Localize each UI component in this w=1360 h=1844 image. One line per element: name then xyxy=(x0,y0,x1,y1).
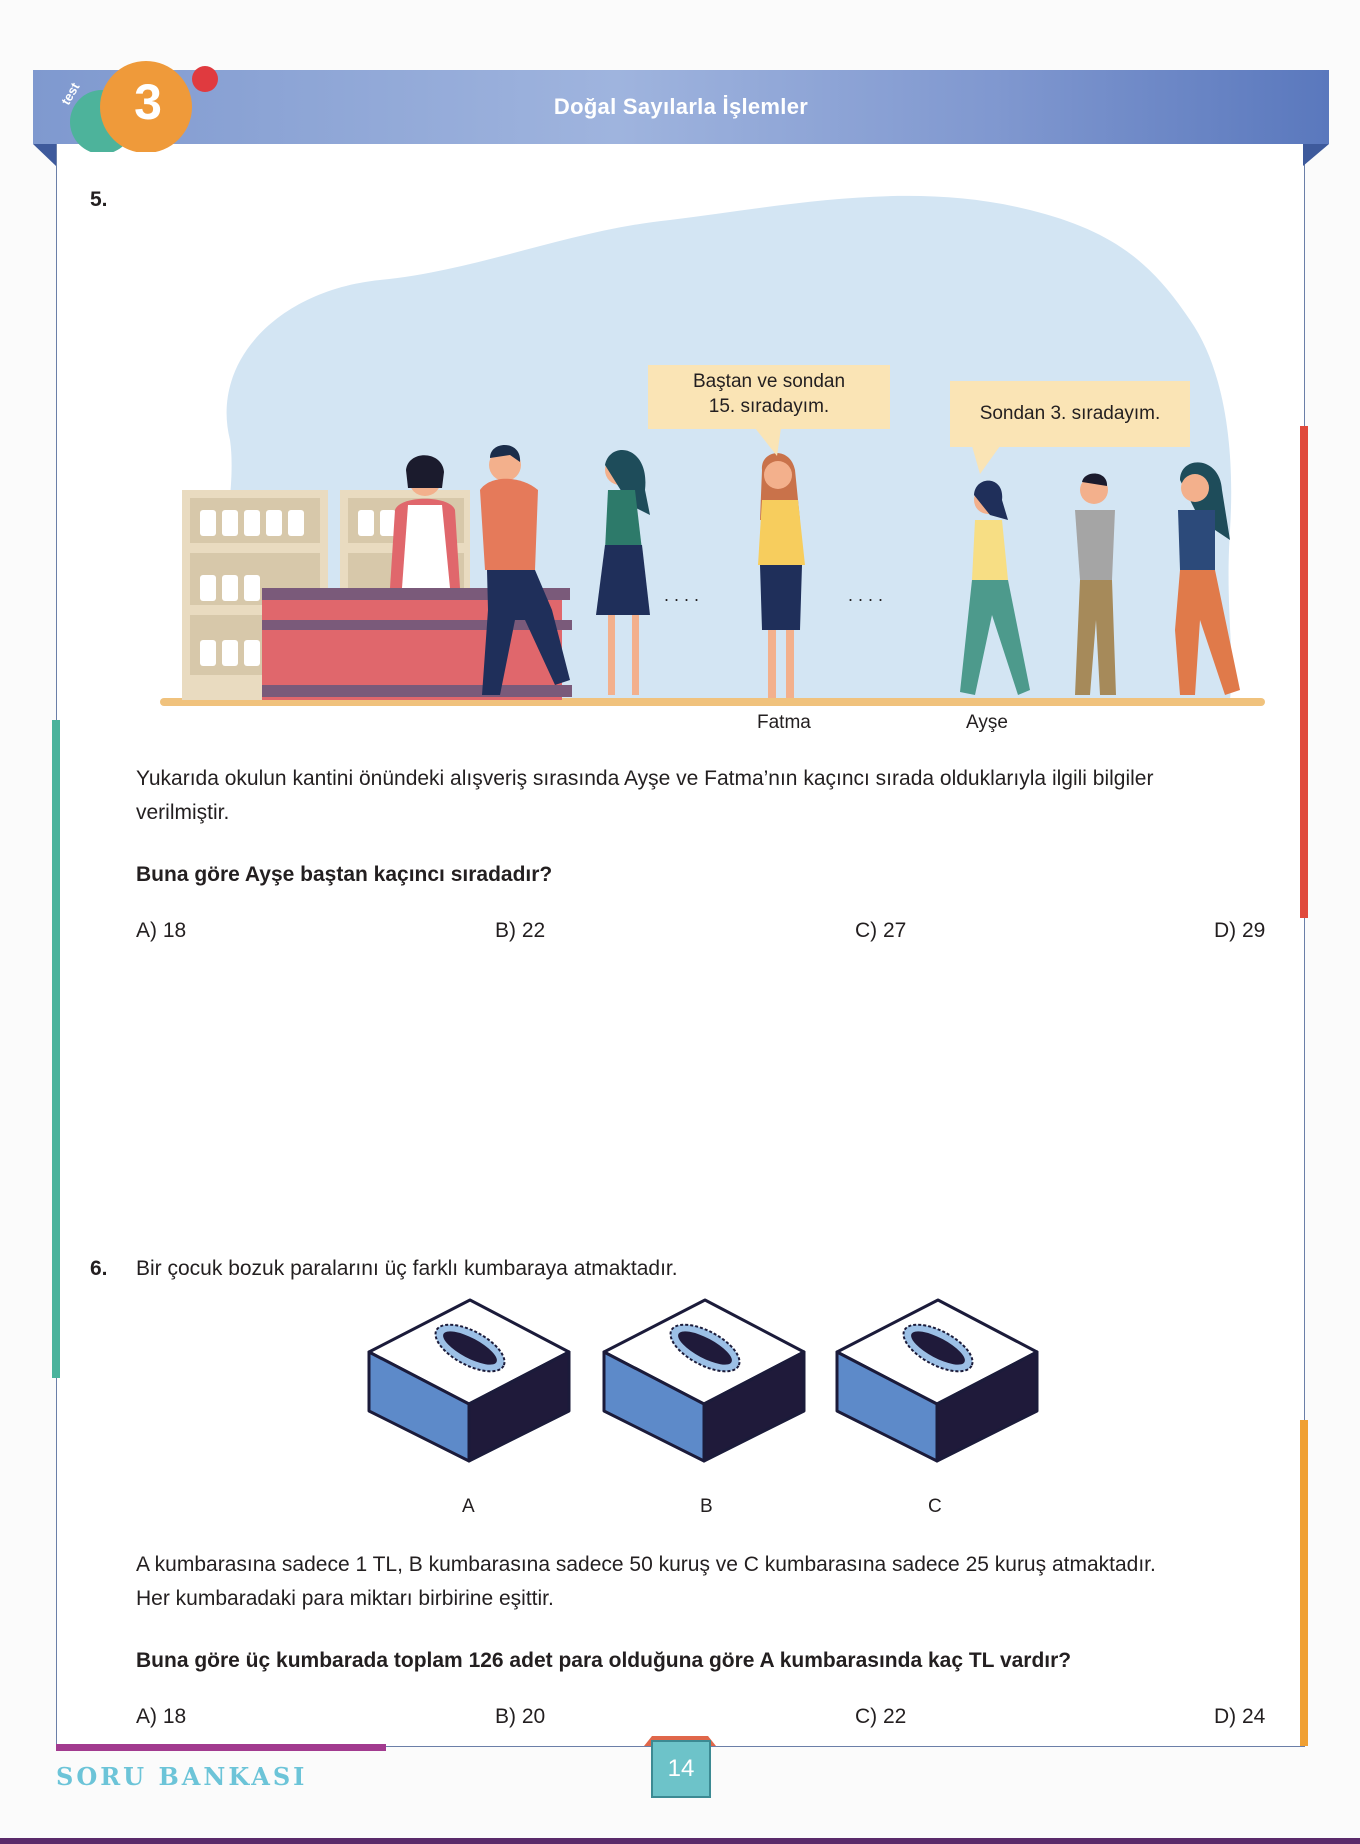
question-5-number: 5. xyxy=(90,188,108,211)
question-5-option-c[interactable]: C) 27 xyxy=(855,919,907,942)
question-6-option-b[interactable]: B) 20 xyxy=(495,1705,546,1728)
label-ayse: Ayşe xyxy=(966,712,1008,733)
woman-orange-pants xyxy=(1175,462,1240,695)
speech-bubble-fatma-tail xyxy=(755,428,781,456)
test-number: 3 xyxy=(134,74,162,130)
label-fatma: Fatma xyxy=(757,712,811,733)
bottles xyxy=(200,510,396,666)
question-5-text-line-2: verilmiştir. xyxy=(136,801,230,824)
question-5-option-b[interactable]: B) 22 xyxy=(495,919,546,942)
question-5-option-d[interactable]: D) 29 xyxy=(1214,919,1266,942)
header-corner-folds xyxy=(33,144,1329,166)
question-6-text-line-1: A kumbarasına sadece 1 TL, B kumbarasına… xyxy=(136,1553,1156,1576)
queue-illustration xyxy=(160,195,1265,706)
fatma-figure xyxy=(758,453,805,698)
ayse-figure xyxy=(960,480,1030,695)
speech-bubble-fatma-line-1: Baştan ve sondan xyxy=(692,371,846,392)
cashier-person xyxy=(390,455,460,588)
question-6-option-c[interactable]: C) 22 xyxy=(855,1705,907,1728)
speech-bubble-ayse: Sondan 3. sıradayım. xyxy=(950,381,1190,447)
speech-bubble-fatma-line-2: 15. sıradayım. xyxy=(708,396,830,417)
header-bar xyxy=(33,70,1329,144)
header-title: Doğal Sayılarla İşlemler xyxy=(553,94,809,119)
queue-dots-2: . . . . xyxy=(848,585,884,605)
speech-bubble-fatma: Baştan ve sondan 15. sıradayım. xyxy=(648,365,890,429)
question-6-number: 6. xyxy=(90,1257,108,1280)
question-5-prompt: Buna göre Ayşe baştan kaçıncı sıradadır? xyxy=(136,863,553,886)
question-6-option-d[interactable]: D) 24 xyxy=(1214,1705,1266,1728)
question-5-text-line-1: Yukarıda okulun kantini önündeki alışver… xyxy=(136,767,1154,790)
right-accent-strip-orange xyxy=(1300,1420,1308,1746)
man-grey-shirt xyxy=(1075,473,1116,695)
speech-bubble-ayse-tail xyxy=(972,446,1000,474)
question-5-option-a[interactable]: A) 18 xyxy=(136,919,187,942)
coin-box-b xyxy=(602,1298,806,1463)
left-accent-strip xyxy=(52,720,60,1378)
bottom-edge-strip xyxy=(0,1838,1360,1844)
counter xyxy=(262,588,572,700)
right-accent-strip-red xyxy=(1300,426,1308,918)
queue-dots-1: . . . . xyxy=(664,585,700,605)
coin-box-label-b: B xyxy=(700,1496,713,1517)
coin-box-label-a: A xyxy=(462,1496,475,1517)
man-orange-shirt xyxy=(480,444,570,695)
coin-box-label-c: C xyxy=(928,1496,942,1517)
page-number: 14 xyxy=(651,1740,711,1798)
coin-box-a xyxy=(367,1298,571,1463)
footer-purple-strip xyxy=(56,1744,386,1751)
question-6-option-a[interactable]: A) 18 xyxy=(136,1705,187,1728)
woman-dark-dress xyxy=(596,450,650,695)
footer-book-title: SORU BANKASI xyxy=(56,1762,308,1791)
question-6-prompt: Buna göre üç kumbarada toplam 126 adet p… xyxy=(136,1649,1072,1672)
question-6-intro: Bir çocuk bozuk paralarını üç farklı kum… xyxy=(136,1257,678,1280)
test-badge xyxy=(70,61,218,152)
question-6-text-line-2: Her kumbaradaki para miktarı birbirine e… xyxy=(136,1587,554,1610)
coin-box-c xyxy=(835,1298,1039,1463)
